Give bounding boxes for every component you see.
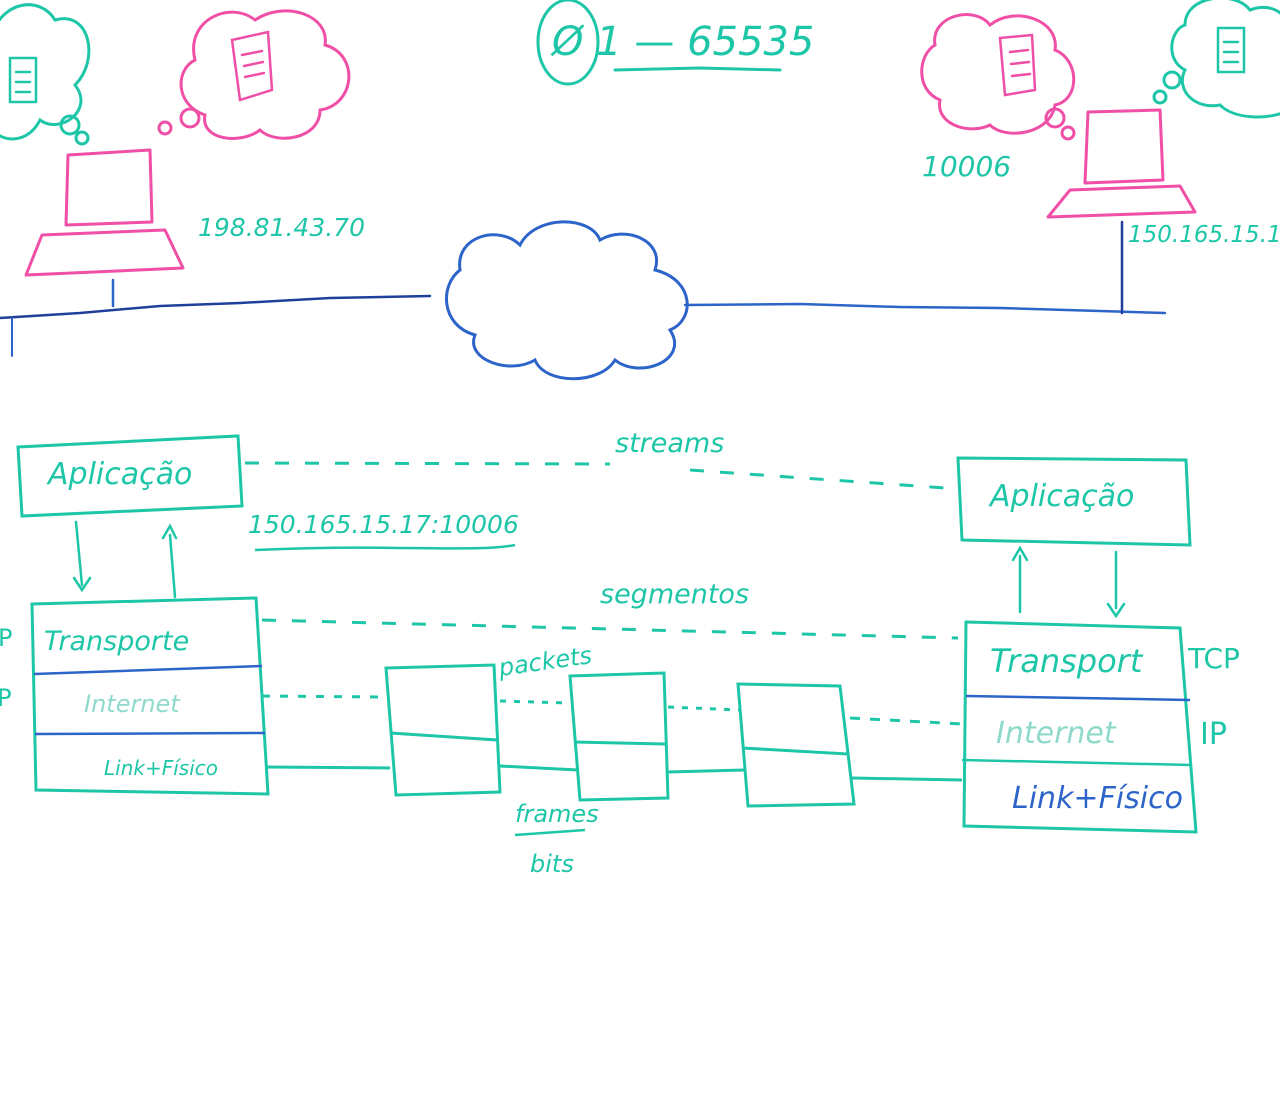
left-protocol-names: TCP IP [0, 624, 12, 712]
physical-links [265, 764, 963, 782]
right-pink-thought-bubble-icon [920, 13, 1076, 141]
right-protocol-stack: Transport Internet Link+Físico TCP IP [961, 620, 1240, 834]
right-port-number: 10006 [922, 150, 1011, 183]
right-layer-arrows [1011, 545, 1126, 619]
document-icon [8, 56, 38, 104]
streams-label: streams [615, 428, 724, 459]
router-3 [736, 682, 856, 808]
left-internet-label: Internet [84, 690, 181, 718]
left-layer-arrows [72, 520, 178, 599]
right-ip-address: 150.165.15.17 [1128, 222, 1280, 248]
left-tcp-label: TCP [0, 624, 12, 652]
network-cloud-icon [445, 220, 689, 381]
packets-connection [261, 694, 963, 726]
left-application-label: Aplicação [46, 457, 192, 492]
router-1 [384, 663, 502, 797]
left-link-label: Link+Físico [104, 756, 218, 780]
right-application-label: Aplicação [988, 479, 1134, 514]
router-2 [568, 671, 670, 802]
segments-label: segmentos [600, 579, 749, 610]
frames-label: frames [515, 800, 599, 828]
document-icon [1216, 26, 1246, 74]
streams-connection: streams [244, 428, 946, 490]
left-transport-label: Transporte [44, 626, 189, 657]
bits-label: bits [530, 850, 574, 878]
right-teal-thought-bubble-icon [1152, 0, 1280, 119]
right-tcp-label: TCP [1187, 642, 1240, 675]
right-application-layer: Aplicação [956, 456, 1192, 547]
left-application-layer: Aplicação [16, 434, 244, 518]
left-computer-icon [24, 148, 185, 277]
left-ip-label: IP [0, 684, 12, 712]
socket-address-text: 150.165.15.17:10006 [248, 510, 519, 539]
right-transport-label: Transport [990, 642, 1144, 680]
right-ip-label: IP [1200, 717, 1227, 752]
left-network-cable [0, 278, 432, 357]
right-computer-icon [1046, 108, 1197, 219]
right-network-cable [683, 220, 1167, 315]
left-teal-thought-bubble-icon [0, 3, 91, 146]
frames-bits-labels: frames bits [514, 800, 599, 878]
right-link-label: Link+Físico [1012, 781, 1183, 816]
socket-address: 150.165.15.17:10006 [248, 510, 519, 552]
left-pink-thought-bubble-icon [157, 9, 351, 140]
port-range-text: Ø 1 — 65535 [550, 19, 814, 65]
segments-connection: segmentos [261, 579, 959, 640]
left-protocol-stack: Transporte Internet Link+Físico [30, 596, 270, 796]
document-icon [998, 33, 1037, 97]
right-internet-label: Internet [996, 716, 1117, 751]
port-range-label: Ø 1 — 65535 [536, 0, 814, 86]
left-ip-address: 198.81.43.70 [198, 213, 365, 242]
document-icon [230, 30, 274, 102]
